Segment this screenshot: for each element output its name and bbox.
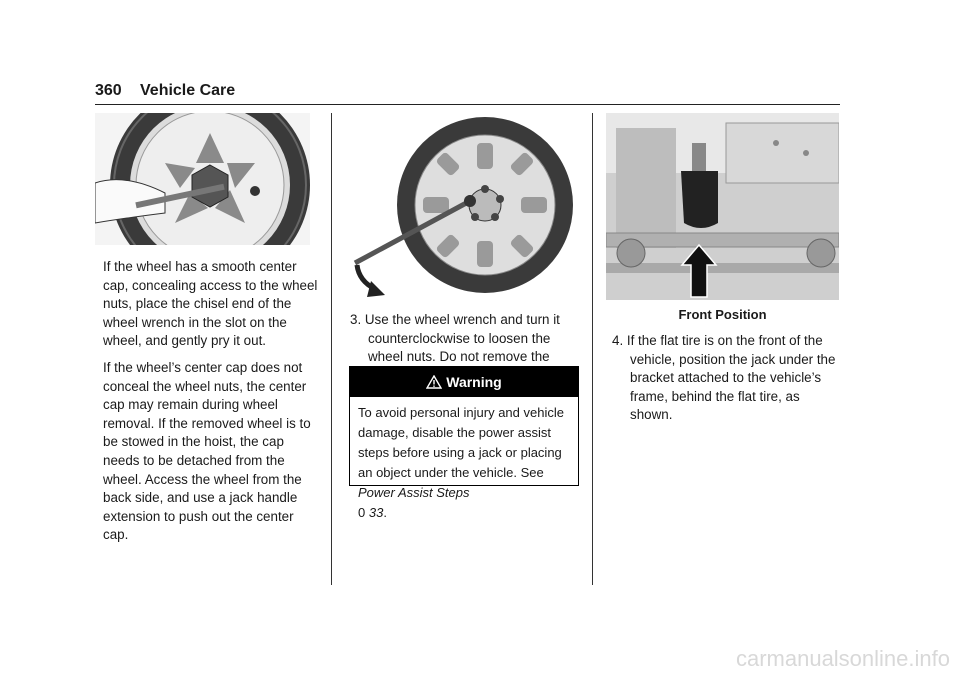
column-1-text: If the wheel has a smooth center cap, co… xyxy=(103,258,321,553)
warning-link-power-assist-steps[interactable]: Power Assist Steps xyxy=(358,485,470,500)
warning-icon xyxy=(426,375,443,389)
warning-box: Warning To avoid personal injury and veh… xyxy=(349,366,579,520)
column-divider-right xyxy=(592,113,593,585)
column-3-text: 4. If the flat tire is on the front of t… xyxy=(612,332,840,433)
page-number: 360 xyxy=(95,82,122,99)
watermark: carmanualsonline.info xyxy=(735,646,950,671)
paragraph-center-cap-removal: If the wheel has a smooth center cap, co… xyxy=(103,259,318,349)
section-title: Vehicle Care xyxy=(140,82,236,99)
warning-title: Warning xyxy=(446,374,502,390)
warning-header: Warning xyxy=(350,367,578,397)
wheel-center-cap-illustration xyxy=(95,113,310,245)
warning-text: To avoid personal injury and vehicle dam… xyxy=(358,405,564,480)
paragraph-center-cap-stow: If the wheel’s center cap does not conce… xyxy=(103,359,311,543)
front-jack-position-illustration xyxy=(606,113,839,300)
wheel-wrench-illustration xyxy=(345,113,580,298)
figure-caption: Front Position xyxy=(678,307,767,322)
warning-ref-page[interactable]: 33 xyxy=(368,505,384,520)
warning-body: To avoid personal injury and vehicle dam… xyxy=(350,397,578,529)
page-ref-symbol: 0 xyxy=(358,505,366,520)
column-divider-left xyxy=(331,113,332,585)
step-4: 4. If the flat tire is on the front of t… xyxy=(612,333,836,423)
warning-period: . xyxy=(383,505,387,520)
page-header: 360 Vehicle Care xyxy=(95,82,840,105)
